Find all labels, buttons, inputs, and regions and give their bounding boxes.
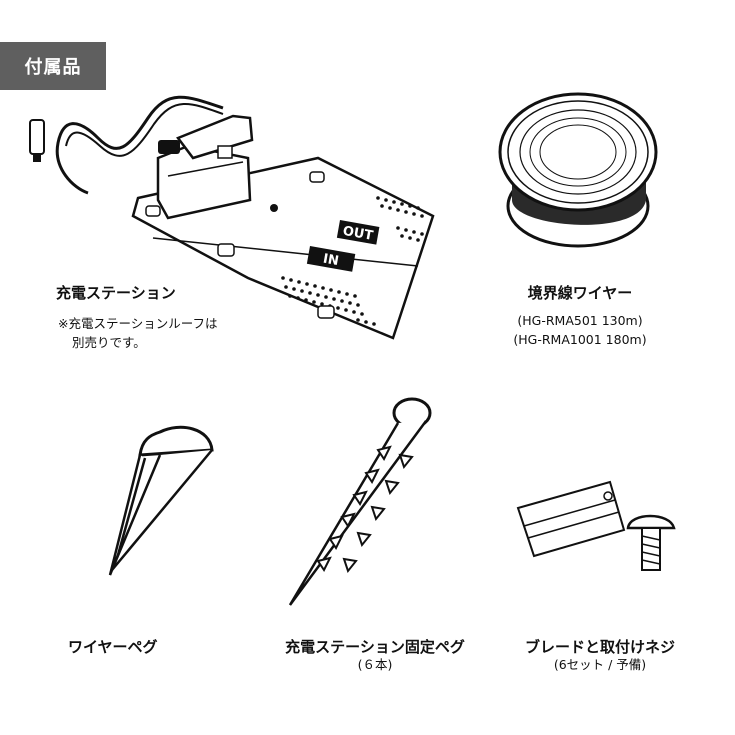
section-title: 付属品 [0, 42, 106, 90]
item-name-boundary-wire: 境界線ワイヤー [527, 284, 633, 302]
station-peg-illustration [288, 397, 432, 606]
boundary-wire-reel-illustration [498, 92, 658, 248]
out-label: OUT [342, 224, 375, 244]
blade-quantity: (6セット / 予備) [553, 657, 647, 672]
item-name-station-peg: 充電ステーション固定ペグ [285, 638, 465, 656]
blade-and-screw-illustration [516, 480, 676, 571]
in-label: IN [322, 252, 340, 270]
item-name-charging-station: 充電ステーション [56, 284, 176, 302]
note-line-2: 別売りです。 [72, 335, 146, 350]
spec-line-1: (HG-RMA501 130m) [517, 313, 643, 328]
wire-peg-illustration [108, 425, 214, 576]
spec-line-2: (HG-RMA1001 180m) [513, 332, 647, 347]
charging-station-illustration: OUT IN [29, 95, 435, 340]
item-name-blade-and-screw: ブレードと取付けネジ [524, 638, 675, 656]
station-peg-quantity: (６本) [357, 657, 393, 672]
note-line-1: ※充電ステーションルーフは [58, 316, 218, 331]
item-name-wire-peg: ワイヤーペグ [68, 638, 158, 656]
